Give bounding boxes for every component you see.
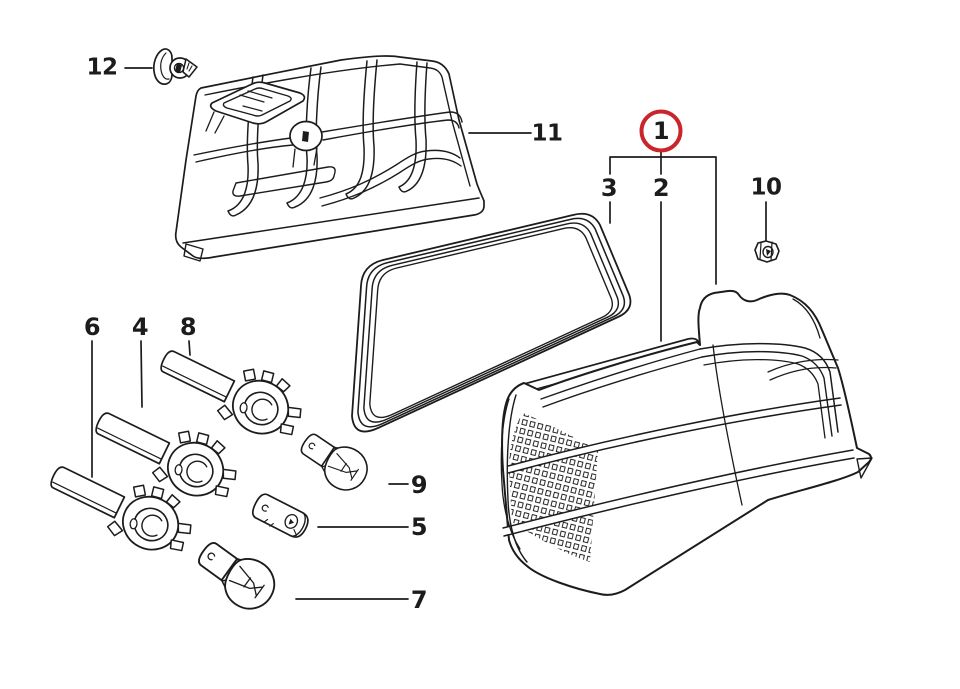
bulb-5-drawing: [251, 493, 309, 538]
part-label-9[interactable]: 9: [410, 471, 428, 499]
trim-panel-11-drawing: [174, 55, 485, 262]
part-label-6[interactable]: 6: [83, 313, 101, 341]
part-label-4[interactable]: 4: [131, 313, 149, 341]
part-label-5[interactable]: 5: [410, 513, 428, 541]
part-label-1[interactable]: 1: [652, 117, 670, 145]
clip-12-drawing: [152, 48, 198, 85]
part-label-2[interactable]: 2: [652, 174, 670, 202]
bulb-7-drawing: [188, 530, 285, 620]
part-label-10[interactable]: 10: [750, 174, 782, 201]
tail-light-1-drawing: [500, 289, 873, 596]
part-label-12[interactable]: 12: [86, 54, 118, 81]
leader-lines: [91, 67, 767, 600]
part-label-8[interactable]: 8: [179, 313, 197, 341]
nut-10-drawing: [754, 240, 780, 263]
highlight-circle: [639, 109, 683, 153]
bulb-socket-8-drawing: [150, 326, 314, 450]
bulb-9-drawing: [292, 423, 376, 499]
leader-line-4: [140, 340, 143, 408]
diagram-art: [40, 48, 873, 620]
leader-bracket-1: [609, 156, 717, 285]
part-label-3[interactable]: 3: [600, 174, 618, 202]
part-label-7[interactable]: 7: [410, 586, 428, 614]
leader-line-8: [188, 340, 191, 356]
part-label-11[interactable]: 11: [531, 120, 563, 147]
